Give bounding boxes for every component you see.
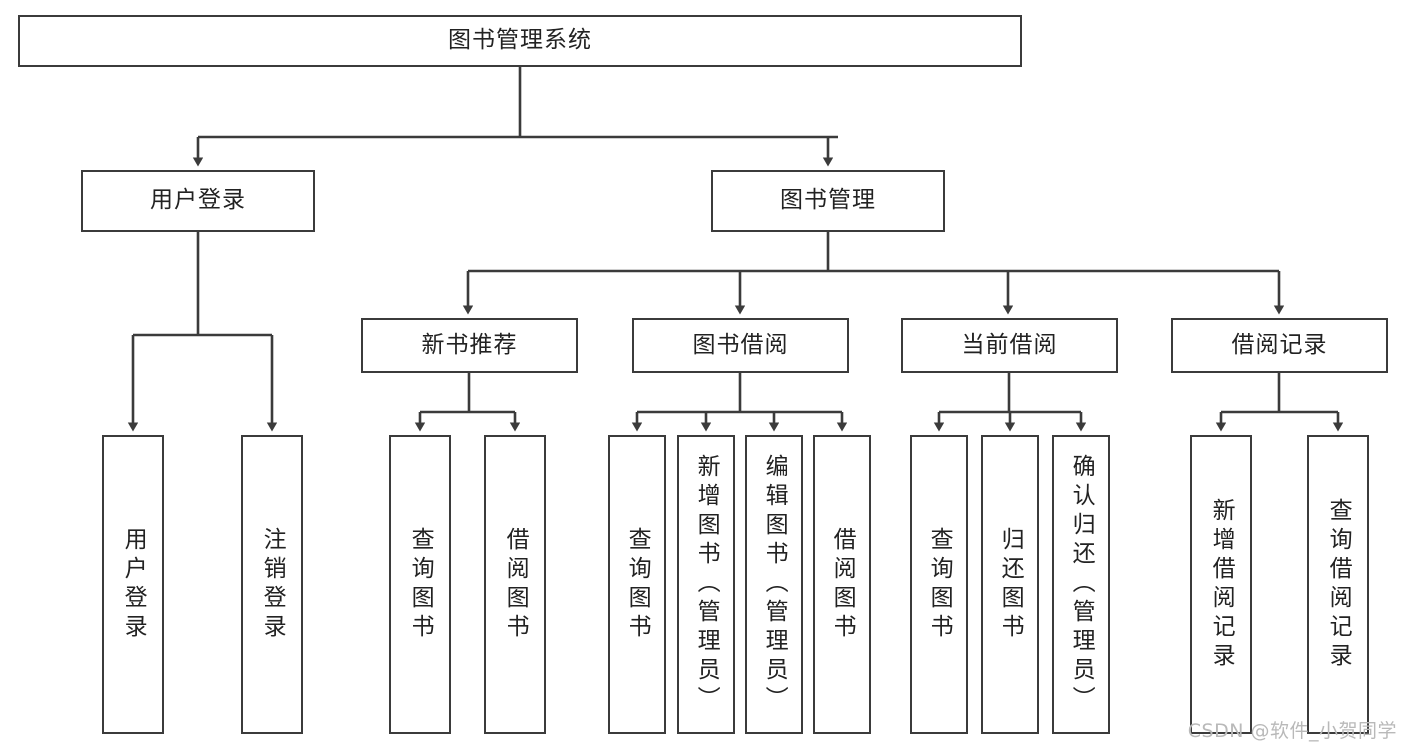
node-root-label: 图书管理系统 (448, 27, 592, 54)
node-leaf-logout-label: 注销登录 (259, 526, 286, 643)
node-current-borrow[interactable]: 当前借阅 (901, 318, 1118, 373)
node-user-login[interactable]: 用户登录 (81, 170, 315, 232)
node-book-manage-label: 图书管理 (780, 187, 876, 214)
node-new-book-recommend-label: 新书推荐 (421, 331, 518, 358)
node-leaf-query-book-recommend-label: 查询图书 (407, 526, 434, 643)
node-borrow-record-label: 借阅记录 (1231, 331, 1328, 358)
node-leaf-borrow-book-recommend-label: 借阅图书 (502, 526, 529, 643)
node-leaf-borrow-book-recommend[interactable]: 借阅图书 (484, 435, 546, 734)
node-leaf-edit-book-admin[interactable]: 编辑图书（管理员） (745, 435, 803, 734)
node-book-manage[interactable]: 图书管理 (711, 170, 945, 232)
node-book-borrow[interactable]: 图书借阅 (632, 318, 849, 373)
node-leaf-add-book-admin[interactable]: 新增图书（管理员） (677, 435, 735, 734)
node-leaf-add-borrow-record[interactable]: 新增借阅记录 (1190, 435, 1252, 734)
node-leaf-query-book-borrow-label: 查询图书 (624, 526, 651, 643)
node-leaf-add-book-admin-label: 新增图书（管理员） (693, 454, 720, 715)
node-current-borrow-label: 当前借阅 (961, 331, 1058, 358)
node-leaf-user-login[interactable]: 用户登录 (102, 435, 164, 734)
node-leaf-confirm-return-admin[interactable]: 确认归还（管理员） (1052, 435, 1110, 734)
watermark: CSDN @软件_小贺同学 (1187, 720, 1397, 742)
node-leaf-add-borrow-record-label: 新增借阅记录 (1208, 497, 1235, 672)
node-leaf-user-login-label: 用户登录 (120, 526, 147, 643)
node-leaf-query-book-borrow[interactable]: 查询图书 (608, 435, 666, 734)
node-leaf-query-book-current-label: 查询图书 (926, 526, 953, 643)
node-borrow-record[interactable]: 借阅记录 (1171, 318, 1388, 373)
node-leaf-query-book-recommend[interactable]: 查询图书 (389, 435, 451, 734)
node-leaf-logout[interactable]: 注销登录 (241, 435, 303, 734)
node-book-borrow-label: 图书借阅 (692, 331, 789, 358)
node-leaf-query-borrow-record[interactable]: 查询借阅记录 (1307, 435, 1369, 734)
node-root[interactable]: 图书管理系统 (18, 15, 1022, 67)
node-leaf-query-book-current[interactable]: 查询图书 (910, 435, 968, 734)
node-leaf-borrow-book-label: 借阅图书 (829, 526, 856, 643)
node-new-book-recommend[interactable]: 新书推荐 (361, 318, 578, 373)
node-leaf-borrow-book[interactable]: 借阅图书 (813, 435, 871, 734)
node-leaf-return-book-label: 归还图书 (997, 526, 1024, 643)
node-user-login-label: 用户登录 (150, 187, 246, 214)
node-leaf-confirm-return-admin-label: 确认归还（管理员） (1068, 454, 1095, 715)
node-leaf-query-borrow-record-label: 查询借阅记录 (1325, 497, 1352, 672)
node-leaf-edit-book-admin-label: 编辑图书（管理员） (761, 454, 788, 715)
node-leaf-return-book[interactable]: 归还图书 (981, 435, 1039, 734)
